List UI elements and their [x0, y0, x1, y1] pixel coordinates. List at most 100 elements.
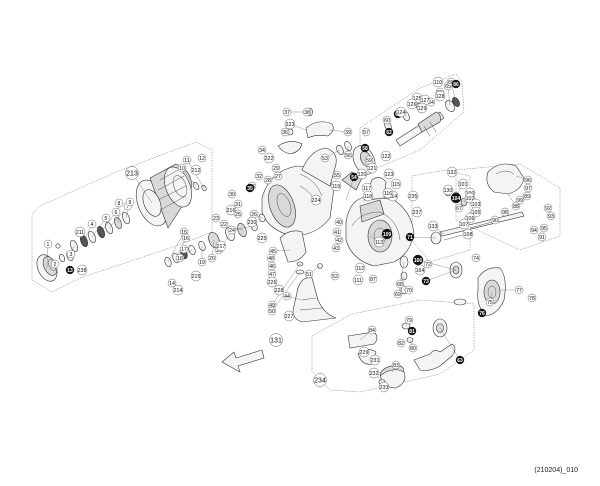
- label-circle: [515, 195, 525, 205]
- label-text: 6: [115, 210, 118, 216]
- label-circle: [393, 289, 403, 299]
- label-circle: [537, 232, 547, 242]
- part-label-93: 93: [546, 211, 556, 221]
- label-text: 64: [428, 100, 434, 106]
- label-circle: [404, 315, 414, 325]
- part-label-90: 90: [490, 215, 500, 225]
- part-label-23: 23: [211, 213, 221, 223]
- part-label-233: 233: [378, 381, 390, 393]
- label-circle: [458, 218, 470, 230]
- part-label-60: 60: [382, 115, 392, 125]
- label-text: 235: [409, 194, 418, 200]
- part-label-62: 62: [384, 127, 394, 137]
- label-text: 11: [184, 158, 189, 164]
- label-text: 121: [368, 166, 377, 172]
- part-label-81: 81: [407, 326, 417, 336]
- label-text: 211: [76, 230, 84, 236]
- part-label-22: 22: [219, 219, 229, 229]
- label-text: 224: [312, 198, 321, 204]
- label-text: 27: [275, 174, 281, 180]
- label-text: 28: [265, 178, 271, 184]
- label-text: 70: [406, 288, 412, 294]
- part-label-235: 235: [407, 190, 419, 202]
- label-circle: [114, 198, 124, 208]
- part-label-232: 232: [368, 367, 380, 379]
- label-text: 77: [516, 288, 522, 294]
- part-label-18: 18: [175, 253, 185, 263]
- label-text: 65: [445, 84, 451, 90]
- label-text: 82: [398, 341, 404, 347]
- part-label-95: 95: [539, 223, 549, 233]
- label-text: 78: [529, 296, 535, 302]
- label-circle: [384, 127, 394, 137]
- label-text: 87: [370, 277, 376, 283]
- label-text: 133: [429, 224, 438, 230]
- part-label-217: 217: [215, 240, 227, 252]
- label-circle: [361, 127, 371, 137]
- label-text: 79: [406, 318, 412, 324]
- label-circle: [543, 203, 553, 213]
- part-label-84: 84: [367, 325, 377, 335]
- label-text: 102: [466, 196, 475, 202]
- label-text: 122: [382, 154, 391, 160]
- label-circle: [523, 183, 533, 193]
- part-label-123: 123: [383, 168, 395, 180]
- label-text: 107: [460, 222, 469, 228]
- label-text: 92: [545, 206, 551, 212]
- part-label-166: 166: [412, 254, 424, 266]
- label-text: 110: [434, 80, 442, 86]
- label-text: 213: [126, 170, 138, 177]
- label-text: 3: [70, 252, 73, 258]
- spool-part: [135, 163, 192, 229]
- part-label-111: 111: [352, 274, 364, 286]
- label-text: 225: [258, 236, 267, 242]
- part-label-10: 10: [177, 163, 187, 173]
- label-text: 39: [345, 130, 351, 136]
- label-text: 9: [129, 200, 132, 206]
- label-text: 59: [366, 158, 372, 164]
- part-label-215: 215: [190, 270, 202, 282]
- label-circle: [382, 115, 392, 125]
- part-label-11: 11: [182, 155, 192, 165]
- label-text: 56: [345, 153, 351, 159]
- part-label-128: 128: [434, 90, 446, 102]
- part-label-113: 113: [373, 236, 385, 248]
- leader-line-7: [108, 205, 129, 229]
- part-label-96: 96: [523, 175, 533, 185]
- label-text: 4: [91, 222, 94, 228]
- label-circle: [368, 367, 380, 379]
- part-label-43: 43: [331, 243, 341, 253]
- label-circle: [125, 166, 139, 180]
- label-text: 94: [531, 228, 537, 234]
- part-label-110: 110: [432, 76, 444, 88]
- part-label-57: 57: [361, 127, 371, 137]
- label-text: 83: [393, 363, 399, 369]
- label-text: 229: [360, 350, 369, 356]
- label-circle: [282, 291, 292, 301]
- label-text: 130: [444, 188, 453, 194]
- label-text: 49: [269, 303, 275, 309]
- part-label-238: 238: [76, 264, 88, 276]
- label-text: 113: [375, 240, 383, 246]
- label-text: 84: [369, 328, 375, 334]
- part-label-230: 230: [246, 216, 258, 228]
- label-circle: [421, 276, 431, 286]
- part-label-86: 86: [451, 79, 461, 89]
- label-text: 44: [284, 294, 290, 300]
- part-label-121: 121: [366, 162, 378, 174]
- label-circle: [369, 354, 381, 366]
- label-circle: [257, 145, 267, 155]
- part-label-228: 228: [273, 284, 285, 296]
- label-text: 35: [247, 186, 253, 192]
- label-text: 126: [408, 102, 417, 108]
- part-label-77: 77: [514, 285, 524, 295]
- label-circle: [471, 253, 481, 263]
- label-circle: [76, 264, 88, 276]
- label-circle: [245, 183, 255, 193]
- part-label-45: 45: [268, 246, 278, 256]
- label-text: 75: [487, 300, 493, 306]
- part-label-104: 104: [450, 192, 462, 204]
- part-label-234: 234: [313, 373, 327, 387]
- part-label-126: 126: [406, 98, 418, 110]
- label-circle: [427, 220, 439, 232]
